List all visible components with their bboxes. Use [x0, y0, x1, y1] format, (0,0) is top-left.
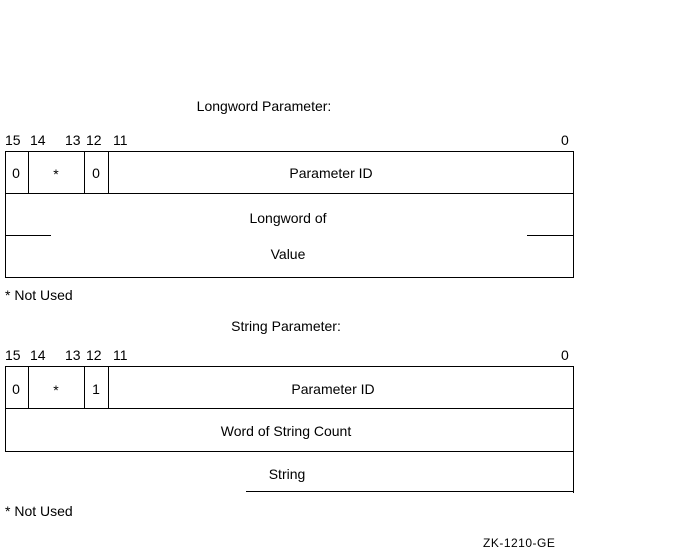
string-bit-13-label: 13	[65, 347, 81, 363]
string-unused-bits: *	[53, 382, 59, 398]
longword-unused-bits: *	[53, 166, 59, 182]
string-bit-11-label: 11	[113, 347, 128, 363]
longword-bit-0-label: 0	[561, 132, 569, 148]
string-bit-divider-13	[84, 366, 85, 409]
longword-value-line-1: Longword of	[249, 210, 327, 226]
longword-bit-divider-15	[28, 151, 29, 194]
string-bit-14-label: 14	[30, 347, 46, 363]
string-frame	[5, 366, 574, 452]
longword-parameter-id: Parameter ID	[289, 165, 373, 181]
string-bit-divider-12	[108, 366, 109, 409]
longword-value-tick-right	[527, 235, 574, 236]
string-row-divider	[5, 408, 574, 409]
string-body-right-edge	[572, 451, 574, 493]
longword-bit-14-label: 14	[30, 132, 46, 148]
longword-value-tick-left	[5, 235, 51, 236]
string-bit-12-value: 1	[92, 381, 100, 397]
longword-bit-12-label: 12	[86, 132, 102, 148]
longword-bit-divider-13	[84, 151, 85, 194]
figure-id: ZK-1210-GE	[483, 536, 556, 550]
longword-row-divider	[5, 193, 574, 194]
string-count-field: Word of String Count	[220, 423, 352, 439]
longword-value-line-2: Value	[270, 246, 306, 262]
longword-bit-divider-12	[108, 151, 109, 194]
longword-bit-11-label: 11	[113, 132, 128, 148]
longword-not-used-note: * Not Used	[5, 287, 73, 303]
longword-title: Longword Parameter:	[196, 98, 332, 114]
string-bit-15-value: 0	[12, 381, 20, 397]
string-bit-0-label: 0	[561, 347, 569, 363]
longword-bit-12-value: 0	[92, 165, 100, 181]
longword-bit-15-label: 15	[5, 132, 21, 148]
string-bit-divider-15	[28, 366, 29, 409]
string-not-used-note: * Not Used	[5, 503, 73, 519]
string-bit-15-label: 15	[5, 347, 21, 363]
string-title: String Parameter:	[231, 318, 341, 334]
string-parameter-id: Parameter ID	[291, 381, 375, 397]
longword-bit-13-label: 13	[65, 132, 81, 148]
string-body-field: String	[268, 466, 306, 482]
string-body-bottom-edge	[246, 491, 574, 492]
longword-frame	[5, 151, 574, 278]
longword-bit-15-value: 0	[12, 165, 20, 181]
string-bit-12-label: 12	[86, 347, 102, 363]
